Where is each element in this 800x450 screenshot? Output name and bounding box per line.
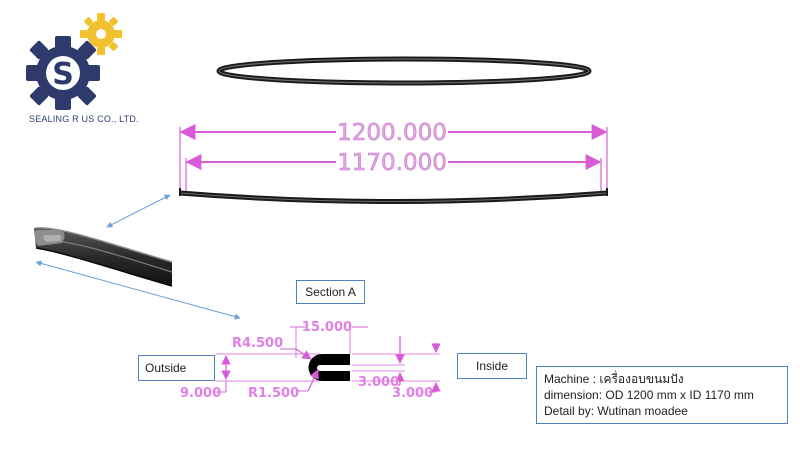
outside-label-box: Outside	[138, 355, 215, 381]
company-logo: S SEALING R US CO., LTD.	[26, 13, 139, 124]
inside-label-box: Inside	[457, 353, 527, 379]
outside-label: Outside	[145, 361, 187, 375]
author-line: Detail by: Wutinan moadee	[544, 404, 688, 418]
width-dimension-label: 15.000	[302, 320, 352, 335]
leader-arrow	[35, 260, 241, 320]
large-gear-icon: S	[26, 36, 100, 110]
ring-top-view	[216, 56, 592, 86]
seal-closeup	[34, 227, 173, 287]
inner-diameter-label: 1170.000	[337, 150, 447, 176]
leg-inner-label: 3.000	[358, 375, 399, 390]
dimension-line-text: dimension: OD 1200 mm x ID 1170 mm	[544, 388, 754, 402]
company-name: SEALING R US CO., LTD.	[29, 114, 139, 124]
inside-label: Inside	[475, 359, 509, 373]
leg-outer-label: 3.000	[392, 386, 433, 401]
section-dimensions: 15.000 R4.500 R1.500 9.000 3.000 3.000	[180, 320, 441, 401]
inner-radius-label: R1.500	[248, 386, 299, 401]
logo-letter: S	[52, 57, 74, 92]
outer-diameter-label: 1200.000	[337, 120, 447, 146]
section-label-box: Section A	[296, 280, 365, 304]
cross-section-profile	[308, 354, 350, 381]
machine-line: Machine : เครื่องอบขนมปัง	[544, 372, 684, 386]
ring-dimensioned-view: 1200.000 1170.000	[179, 120, 608, 204]
height-dimension-label: 9.000	[180, 386, 221, 401]
detail-box: Machine : เครื่องอบขนมปัง dimension: OD …	[536, 366, 788, 424]
leader-arrow	[106, 194, 171, 228]
outer-radius-label: R4.500	[232, 336, 283, 351]
section-label: Section A	[305, 285, 356, 299]
